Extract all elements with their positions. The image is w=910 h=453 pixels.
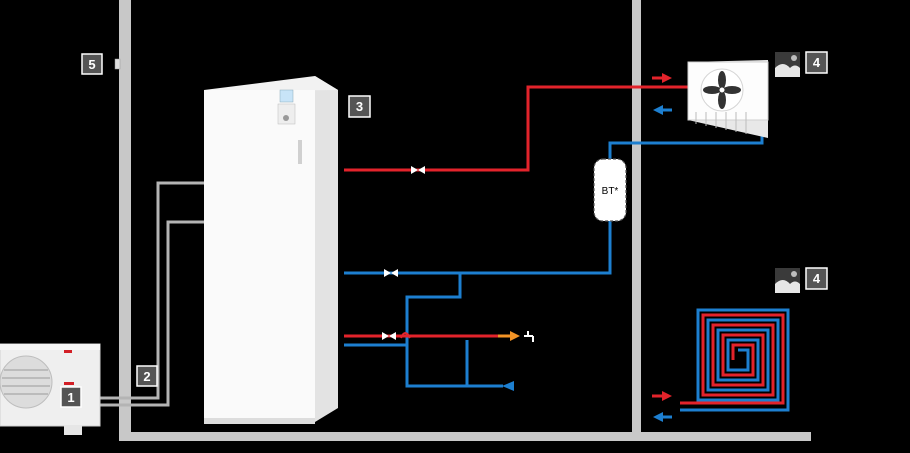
dhw-arrow [510, 331, 520, 341]
floor [119, 432, 811, 441]
dhw-valve-loop [400, 332, 411, 339]
floor-hot-arrow [662, 391, 672, 401]
badge-3: 3 [348, 95, 371, 118]
emitter-symbol-icon [775, 52, 800, 77]
room-sensor-icon [114, 58, 121, 70]
refrigerant-line-gas [100, 220, 204, 407]
middle-wall [632, 0, 641, 437]
svg-text:1: 1 [67, 390, 74, 405]
tap-icon [524, 331, 534, 342]
indoor-unit-icon [204, 76, 338, 424]
refrigerant-line-liquid [100, 181, 204, 400]
refrigerant-lines [100, 181, 204, 407]
cold-branch [405, 273, 503, 388]
svg-text:4: 4 [813, 55, 821, 70]
fan-coil-icon [687, 60, 769, 138]
emitter-symbol-icon [775, 268, 800, 293]
valve-icon [411, 166, 425, 174]
fan-coil-hot-arrow [662, 73, 672, 83]
badge-4-top: 4 [805, 51, 828, 74]
badge-4-bottom: 4 [805, 267, 828, 290]
svg-text:3: 3 [356, 99, 363, 114]
outdoor-unit-icon [0, 343, 101, 435]
badge-5: 5 [81, 53, 103, 75]
hot-pipe-fan-coil [344, 85, 688, 172]
svg-text:5: 5 [88, 57, 95, 72]
floor-heating-coil-icon [680, 308, 790, 412]
cold-pipe-return [344, 220, 612, 275]
left-wall [119, 0, 131, 437]
badge-1: 1 [60, 386, 82, 408]
fan-coil-cold-arrow [653, 105, 663, 115]
building-walls [119, 0, 811, 441]
svg-text:2: 2 [143, 369, 150, 384]
valve-icon [382, 332, 396, 340]
cold-arrow-out [502, 381, 514, 391]
buffer-tank-label: BT* [602, 186, 619, 197]
valve-icon [384, 269, 398, 277]
svg-text:4: 4 [813, 271, 821, 286]
badge-2: 2 [136, 365, 158, 387]
floor-cold-arrow [653, 412, 663, 422]
buffer-tank: BT* [593, 158, 627, 222]
